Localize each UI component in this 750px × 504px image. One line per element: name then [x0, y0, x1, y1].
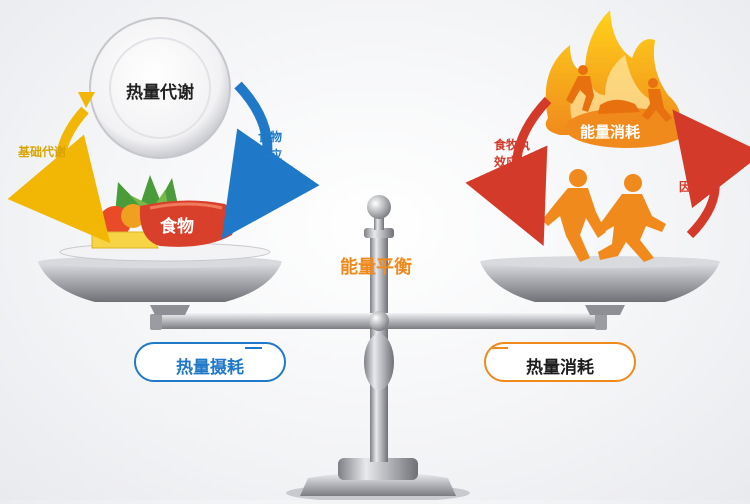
- scale-base-top: [338, 458, 418, 480]
- column-knob: [364, 334, 394, 390]
- left-pan-support: [150, 305, 190, 315]
- output-pill: [484, 342, 636, 382]
- beam-center-pin: [369, 311, 389, 331]
- scale-base: [300, 472, 456, 496]
- thermic-arrow: [221, 81, 320, 240]
- food-label: 食物: [160, 217, 194, 237]
- calorie-intake-label: 热量摄耗: [176, 358, 244, 378]
- energy-burn-label: 能量消耗: [580, 123, 641, 141]
- energy-burn-badge: [565, 108, 689, 148]
- tomato-2: [121, 204, 145, 228]
- beam-right-cap: [595, 314, 607, 330]
- basal-metabolism-label: 基础代谢: [18, 145, 67, 159]
- energy-balance-label: 能量平衡: [340, 257, 412, 278]
- basal-arrow: [7, 106, 111, 244]
- left-pan: [38, 258, 282, 302]
- eating-heat-label-line1: 食牧执: [494, 138, 531, 152]
- eating-heat-label-line2: 效应: [494, 155, 519, 169]
- meat-highlight: [149, 202, 223, 210]
- thermic-effect-label-line2: 效应: [258, 148, 283, 162]
- metabolism-plate-inner: [109, 37, 211, 139]
- cold-heat-arrow: [672, 109, 750, 239]
- meat: [139, 200, 235, 247]
- cold-heat-label: 因热应: [679, 180, 716, 194]
- runner-small-icons: [566, 65, 672, 122]
- column-neck: [374, 215, 384, 230]
- runner-large-icons: [542, 169, 666, 262]
- beam-left-cap: [150, 314, 162, 330]
- column-top-ball: [367, 195, 391, 219]
- thermic-effect-label-line1: 食物: [258, 130, 283, 144]
- intake-pill: [134, 342, 286, 382]
- right-pan-support: [585, 305, 625, 315]
- metabolism-plate-label: 热量代谢: [126, 83, 194, 103]
- right-pan: [480, 258, 720, 302]
- calorie-output-label: 热量消耗: [526, 358, 594, 378]
- basal-arrow-head: [78, 92, 95, 108]
- eating-heat-arrow: [465, 96, 552, 246]
- right-pan-rim: [480, 256, 720, 268]
- column-collar: [364, 228, 394, 238]
